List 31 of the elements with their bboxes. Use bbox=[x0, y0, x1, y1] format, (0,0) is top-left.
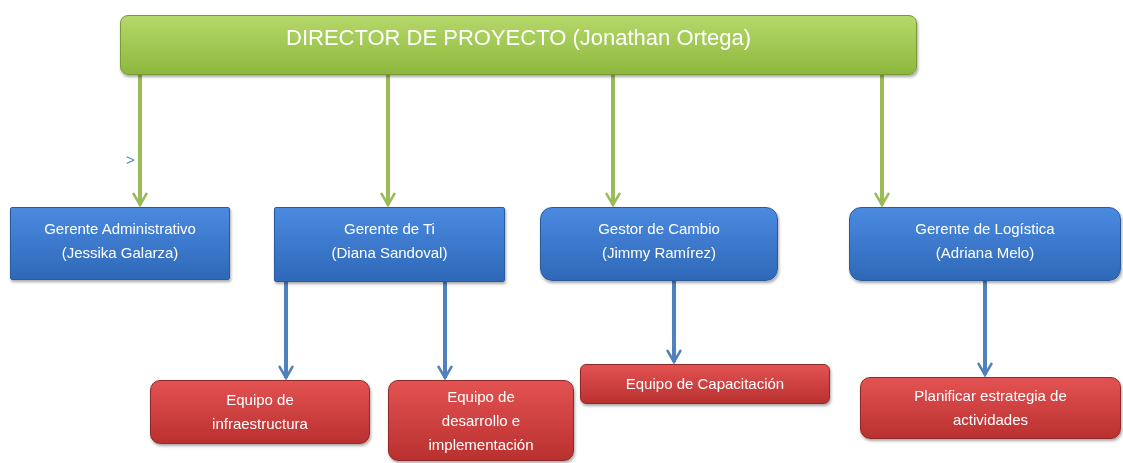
arrow bbox=[874, 75, 890, 207]
arrow bbox=[437, 282, 453, 380]
node-label: (Adriana Melo) bbox=[935, 243, 1035, 263]
manager-box bbox=[10, 207, 230, 280]
node-label: Gerente de Logística bbox=[915, 219, 1055, 239]
arrow bbox=[132, 75, 148, 207]
node-label: Gerente Administrativo bbox=[44, 219, 196, 239]
team-box bbox=[388, 380, 574, 461]
node-label: (Jessika Galarza) bbox=[61, 243, 179, 263]
arrow bbox=[666, 281, 682, 364]
manager-box bbox=[540, 207, 778, 281]
stray-mark: > bbox=[126, 151, 135, 168]
manager-box bbox=[849, 207, 1121, 281]
node-label: (Jimmy Ramírez) bbox=[601, 243, 717, 263]
node-label: Equipo de desarrollo e implementación bbox=[427, 386, 535, 455]
node-label: Gestor de Cambio bbox=[598, 219, 720, 239]
arrow bbox=[977, 281, 993, 377]
node-label: Equipo de infraestructura bbox=[211, 390, 309, 434]
node-label: Planificar estrategia de actividades bbox=[913, 386, 1068, 430]
arrow bbox=[605, 75, 621, 207]
node-label: DIRECTOR DE PROYECTO (Jonathan Ortega) bbox=[286, 24, 751, 52]
arrow bbox=[278, 282, 294, 380]
director-box bbox=[120, 15, 917, 75]
manager-box bbox=[274, 207, 505, 282]
arrow bbox=[380, 75, 396, 207]
node-label: Equipo de Capacitación bbox=[625, 374, 785, 394]
team-box bbox=[150, 380, 370, 444]
team-box bbox=[860, 377, 1121, 439]
node-label: (Diana Sandoval) bbox=[331, 243, 448, 263]
team-box bbox=[580, 364, 830, 404]
node-label: Gerente de Ti bbox=[344, 219, 435, 239]
